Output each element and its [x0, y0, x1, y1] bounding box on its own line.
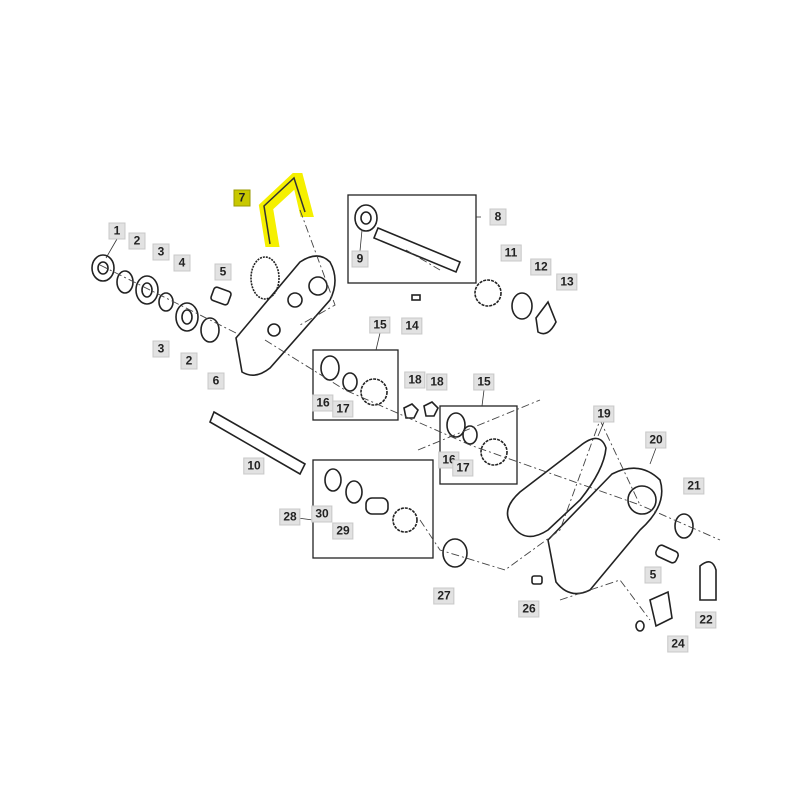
box-15b	[439, 405, 518, 485]
part-5	[210, 286, 232, 306]
callout-11[interactable]: 11	[500, 244, 522, 262]
part-27	[442, 538, 468, 568]
callout-15a[interactable]: 15	[369, 316, 391, 334]
callout-18a[interactable]: 18	[404, 371, 426, 389]
callout-5[interactable]: 5	[214, 263, 232, 281]
box-8	[347, 194, 477, 284]
part-18a	[403, 403, 419, 419]
callout-24[interactable]: 24	[667, 635, 689, 653]
callout-29[interactable]: 29	[332, 522, 354, 540]
callout-18b[interactable]: 18	[426, 373, 448, 391]
part-7	[263, 176, 306, 245]
part-3b	[175, 302, 199, 332]
callout-6[interactable]: 6	[207, 372, 225, 390]
callout-17b[interactable]: 17	[452, 459, 474, 477]
callout-19[interactable]: 19	[593, 405, 615, 423]
callout-20[interactable]: 20	[645, 431, 667, 449]
part-10-shaft	[208, 410, 307, 476]
callout-15b[interactable]: 15	[473, 373, 495, 391]
part-26	[531, 575, 543, 585]
part-20-cover	[547, 467, 663, 595]
part-24	[649, 590, 673, 628]
part-22	[699, 561, 717, 601]
callout-28[interactable]: 28	[279, 508, 301, 526]
box-15a	[312, 349, 399, 421]
callout-3[interactable]: 3	[152, 243, 170, 261]
callout-22[interactable]: 22	[695, 611, 717, 629]
callout-30[interactable]: 30	[311, 505, 333, 523]
part-5b	[655, 544, 679, 564]
callout-14[interactable]: 14	[401, 317, 423, 335]
part-21	[674, 513, 694, 539]
callout-21[interactable]: 21	[683, 477, 705, 495]
callout-10[interactable]: 10	[243, 457, 265, 475]
callout-26[interactable]: 26	[518, 600, 540, 618]
callout-5b[interactable]: 5	[644, 566, 662, 584]
callout-3b[interactable]: 3	[152, 340, 170, 358]
callout-8[interactable]: 8	[489, 208, 507, 226]
gasket	[250, 256, 280, 300]
part-1	[91, 254, 115, 282]
part-11-gear	[474, 279, 502, 307]
callout-7[interactable]: 7	[233, 189, 251, 207]
part-14	[411, 294, 421, 301]
part-7-highlight	[258, 173, 314, 247]
part-18b	[423, 401, 439, 417]
part-2b	[200, 317, 220, 343]
part-12	[511, 292, 533, 320]
callout-2b[interactable]: 2	[180, 352, 198, 370]
part-6-housing	[235, 255, 336, 376]
callout-17a[interactable]: 17	[332, 400, 354, 418]
callout-9[interactable]: 9	[351, 250, 369, 268]
callout-16a[interactable]: 16	[312, 394, 334, 412]
callout-12[interactable]: 12	[530, 258, 552, 276]
callout-4[interactable]: 4	[173, 254, 191, 272]
part-13	[535, 300, 557, 335]
callout-2[interactable]: 2	[128, 232, 146, 250]
part-3	[135, 275, 159, 305]
callout-13[interactable]: 13	[556, 273, 578, 291]
callout-27[interactable]: 27	[433, 587, 455, 605]
callout-1[interactable]: 1	[108, 222, 126, 240]
part-19-gasket	[506, 437, 607, 538]
